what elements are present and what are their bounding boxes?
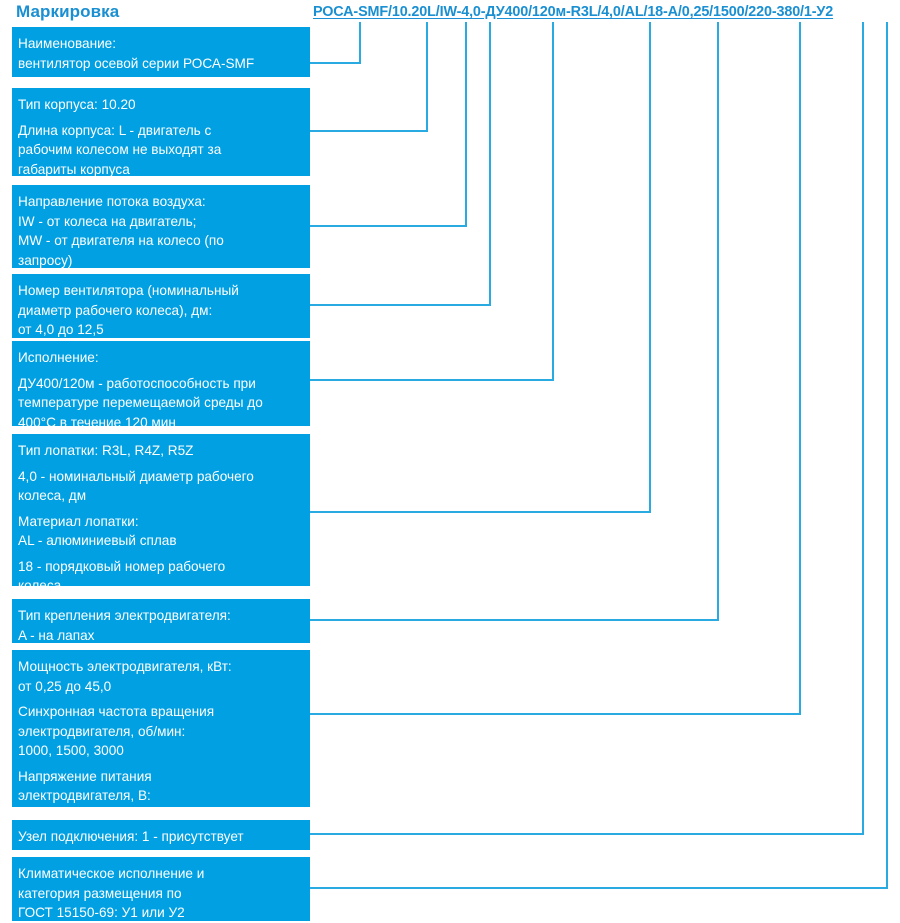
wire-1 [310,22,361,64]
wire-2 [310,22,428,132]
box-text: Исполнение: [18,350,99,365]
info-box-tip-krepleniya: Тип крепления электродвигателя: A - на л… [12,599,310,643]
page-title: Маркировка [16,2,120,21]
info-box-nomer-ventilyatora: Номер вентилятора (номинальный диаметр р… [12,274,310,338]
box-text: Тип корпуса: 10.20 [18,97,136,112]
info-box-moshchnost: Мощность электродвигателя, кВт: от 0,25 … [12,650,310,823]
box-text: Мощность электродвигателя, кВт: от 0,25 … [18,659,232,694]
info-box-napravlenie-potoka: Направление потока воздуха: IW - от коле… [12,185,310,268]
box-text: Материал лопатки: AL - алюминиевый сплав [18,513,177,549]
box-text: ДУ400/120м - работоспособность при темпе… [18,375,263,430]
box-text: Климатическое исполнение и категория раз… [18,866,205,920]
box-text: Узел подключения: 1 - присутствует [18,829,244,844]
wire-10 [310,22,888,889]
marking-code: РОСА-SMF/10.20L/IW-4,0-ДУ400/120м-R3L/4,… [313,4,834,20]
box-text: 4,0 - номинальный диаметр рабочего колес… [18,468,254,504]
box-text: Синхронная частота вращения электродвига… [18,704,215,758]
info-box-tip-korpusa: Тип корпуса: 10.20 Длина корпуса: L - дв… [12,88,310,177]
wire-7 [310,22,719,621]
wire-4 [310,22,491,306]
wire-9 [310,22,864,835]
box-text: Тип лопатки: R3L, R4Z, R5Z [18,443,194,458]
box-text: Номер вентилятора (номинальный диаметр р… [18,283,239,337]
box-text: 18 - порядковый номер рабочего колеса [18,558,226,594]
box-text: Напряжение питания электродвигателя, В: … [18,768,152,823]
box-text: Наименование: вентилятор осевой серии РО… [18,36,255,71]
info-box-klimaticheskoe-ispolnenie: Климатическое исполнение и категория раз… [12,857,310,921]
box-text: Направление потока воздуха: IW - от коле… [18,194,224,268]
box-text: Тип крепления электродвигателя: A - на л… [18,608,231,643]
wire-5 [310,22,554,381]
wire-6 [310,22,651,513]
wire-3 [310,22,467,227]
wire-8 [310,22,801,715]
info-box-ispolnenie: Исполнение: ДУ400/120м - работоспособнос… [12,341,310,430]
info-box-uzel-podklyucheniya: Узел подключения: 1 - присутствует [12,820,310,850]
info-box-tip-lopatki: Тип лопатки: R3L, R4Z, R5Z 4,0 - номинал… [12,434,310,593]
info-box-naimenovanie: Наименование: вентилятор осевой серии РО… [12,27,310,77]
box-text: Длина корпуса: L - двигатель с рабочим к… [18,122,222,177]
